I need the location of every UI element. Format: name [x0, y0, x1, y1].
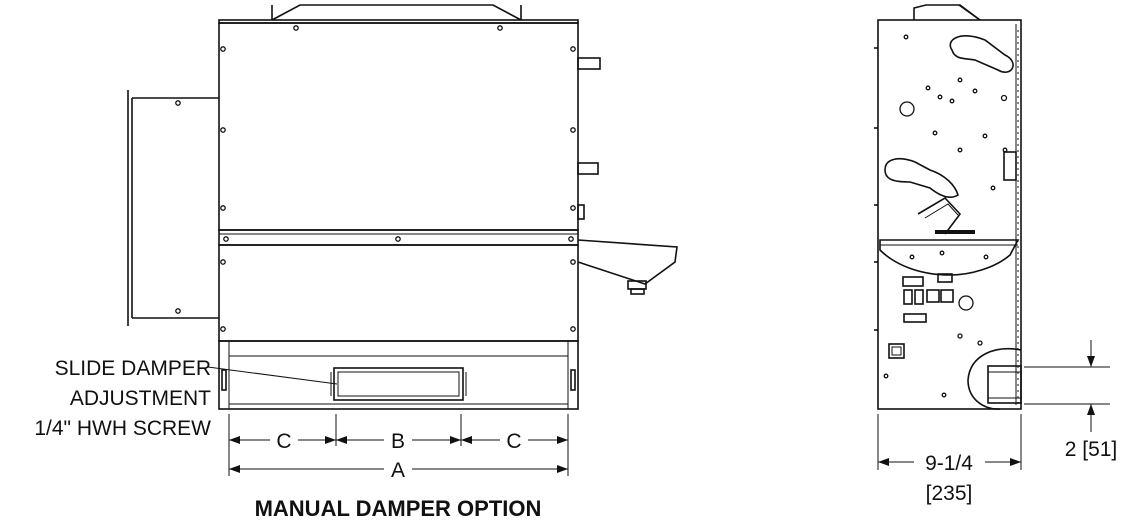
front-view — [127, 4, 678, 410]
damper-leader-line — [207, 366, 338, 385]
dim-a: A — [391, 459, 405, 482]
lower-cabinet — [218, 244, 579, 342]
dim-b: B — [391, 430, 405, 453]
adjustment-label: ADJUSTMENT — [70, 387, 211, 410]
upper-cabinet — [218, 22, 579, 231]
dim-height: 2 [51] — [1065, 438, 1118, 461]
side-dimensions — [877, 340, 1110, 470]
screw-label: 1/4" HWH SCREW — [34, 417, 211, 440]
side-view — [874, 4, 1022, 410]
slide-damper-label: SLIDE DAMPER — [55, 357, 211, 380]
drawing-title: MANUAL DAMPER OPTION — [255, 496, 542, 521]
damper-box — [218, 340, 579, 410]
dim-c-left: C — [276, 430, 291, 453]
side-cabinet — [877, 19, 1022, 410]
dim-depth-inches: 9-1/4 — [925, 452, 973, 475]
front-dimensions — [228, 414, 569, 476]
dim-c-right: C — [506, 430, 521, 453]
dim-depth-mm: [235] — [926, 482, 973, 505]
slide-damper-plate — [333, 367, 464, 401]
